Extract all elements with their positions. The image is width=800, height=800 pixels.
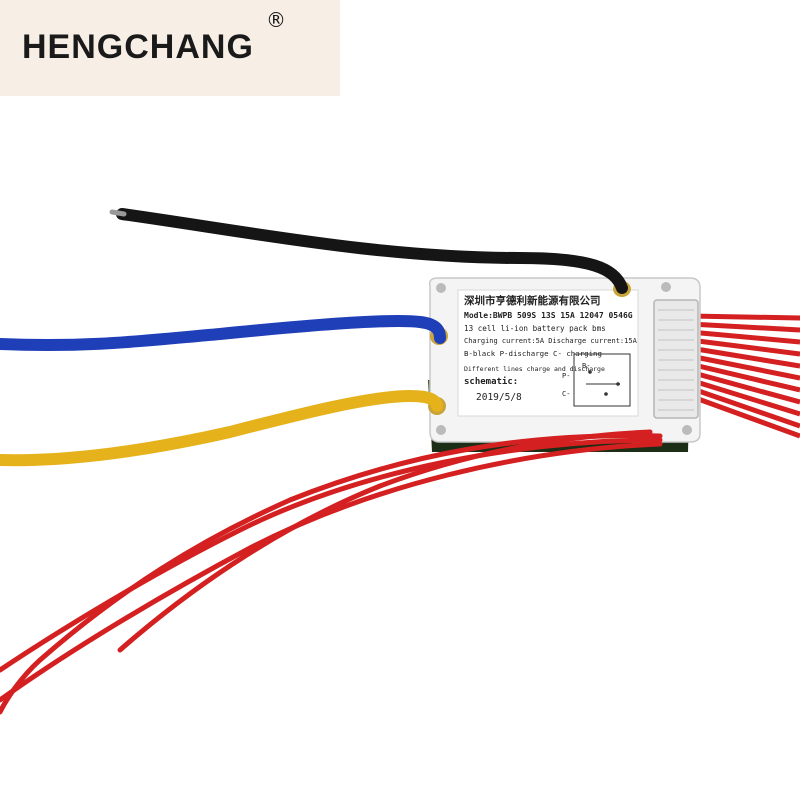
label-schematic: schematic: xyxy=(464,376,518,387)
bms-board: 深圳市亨德利新能源有限公司 Modle:BWPB 509S 13S 15A 12… xyxy=(428,277,701,452)
product-label xyxy=(457,289,639,417)
red-balance-leads xyxy=(0,429,663,715)
black-wire xyxy=(109,208,628,294)
brand-banner: HENGCHANG ® xyxy=(0,0,340,96)
label-note: Different lines charge and discharge xyxy=(464,365,605,373)
registered-mark: ® xyxy=(266,8,286,32)
label-company: 深圳市亨德利新能源有限公司 xyxy=(464,294,601,307)
schematic-b-label: B- xyxy=(582,362,590,370)
balance-lead-ribbon xyxy=(689,313,800,439)
label-model: Modle:BWPB 509S 13S 15A 12047 0546G xyxy=(464,311,633,320)
label-currents: Charging current:5A Discharge current:15… xyxy=(464,337,638,345)
schematic-diagram xyxy=(573,353,631,407)
label-description: 13 cell li-ion battery pack bms xyxy=(464,324,606,333)
yellow-wire xyxy=(0,389,443,467)
brand-name: HENGCHANG xyxy=(22,28,254,66)
blue-wire xyxy=(0,314,446,352)
label-pins: B-black P-discharge C- charging xyxy=(464,349,602,358)
label-date: 2019/5/8 xyxy=(476,392,522,403)
schematic-c-label: C- xyxy=(562,390,570,398)
schematic-p-label: P- xyxy=(562,372,570,380)
